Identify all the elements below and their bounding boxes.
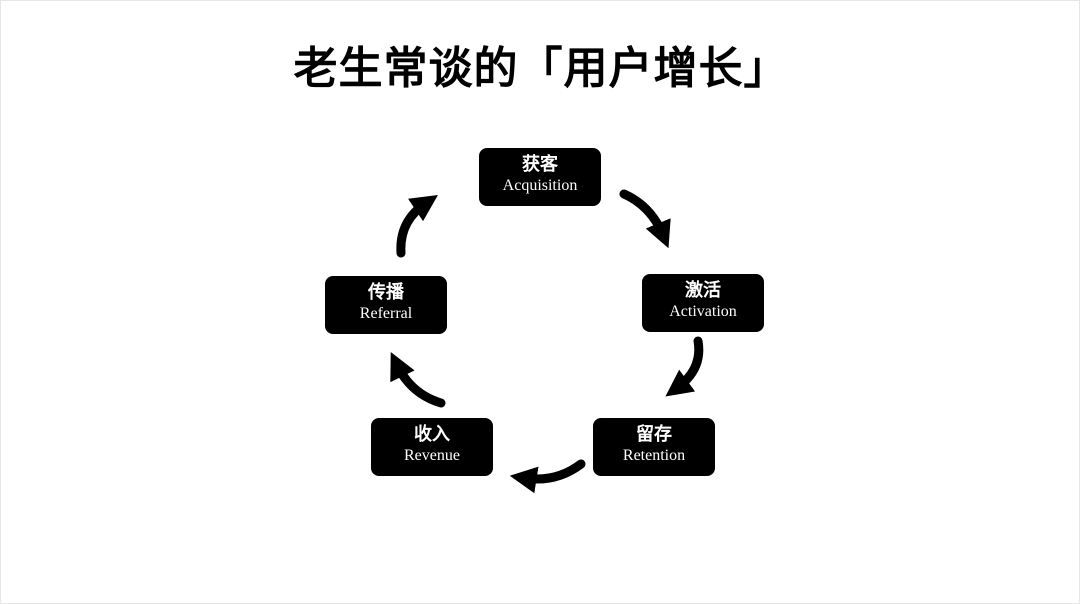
stage-referral: 传播 Referral (325, 276, 447, 334)
stage-label-en: Revenue (404, 447, 460, 464)
stage-label-en: Acquisition (502, 177, 578, 194)
arrow-retention-to-revenue (509, 459, 586, 494)
stage-retention: 留存 Retention (593, 418, 715, 476)
stage-label-en: Activation (669, 303, 737, 320)
arrow-revenue-to-referral (390, 352, 446, 408)
stage-label-en: Retention (622, 447, 686, 464)
stage-activation: 激活 Activation (642, 274, 764, 332)
stage-label-cn: 收入 (414, 424, 450, 445)
stage-revenue: 收入 Revenue (371, 418, 493, 476)
stage-label-cn: 获客 (522, 154, 558, 175)
arrow-referral-to-acquisition (396, 195, 438, 258)
stage-acquisition: 获客 Acquisition (479, 148, 601, 206)
arrow-activation-to-retention (665, 336, 704, 397)
slide-title: 老生常谈的「用户增长」 (293, 43, 789, 94)
stage-label-cn: 传播 (368, 282, 404, 303)
stage-label-cn: 留存 (636, 424, 672, 445)
stage-label-en: Referral (359, 305, 413, 322)
arrow-acquisition-to-activation (619, 189, 671, 249)
stage-label-cn: 激活 (685, 280, 721, 301)
